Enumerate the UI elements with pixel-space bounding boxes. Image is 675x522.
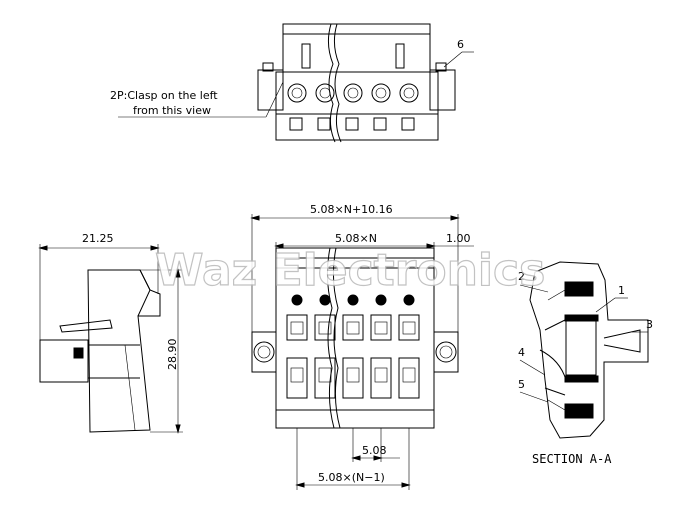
callout-6: 6 <box>457 38 464 51</box>
front-screws <box>291 294 415 306</box>
overall-width-dim: 5.08×N+10.16 <box>310 203 393 216</box>
screw-heads <box>287 83 419 103</box>
callout-5: 5 <box>518 378 525 391</box>
span-dim: 5.08×(N−1) <box>318 471 385 484</box>
front-view: 5.08×N+10.16 5.08×N 1.00 5.08 5.08×(N−1) <box>250 203 474 490</box>
offset-dim: 1.00 <box>446 232 471 245</box>
section-title: SECTION A-A <box>532 452 612 466</box>
side-height-dim: 28.90 <box>166 339 179 371</box>
clasp-note-line1: 2P:Clasp on the left <box>110 89 218 102</box>
clasp-note-line2: from this view <box>133 104 211 117</box>
top-view: 2P:Clasp on the left from this view 6 <box>110 23 474 143</box>
side-width-dim: 21.25 <box>82 232 114 245</box>
side-view: 21.25 28.90 <box>38 232 183 434</box>
callout-3: 3 <box>646 318 653 331</box>
callout-4: 4 <box>518 346 525 359</box>
section-view: 2 1 3 4 5 SECTION A-A <box>518 261 653 466</box>
callout-2: 2 <box>518 270 525 283</box>
pitch-row-dim: 5.08×N <box>335 232 377 245</box>
callout-1: 1 <box>618 284 625 297</box>
watermark: Waz Electronics <box>155 245 545 296</box>
pitch-dim: 5.08 <box>362 444 387 457</box>
